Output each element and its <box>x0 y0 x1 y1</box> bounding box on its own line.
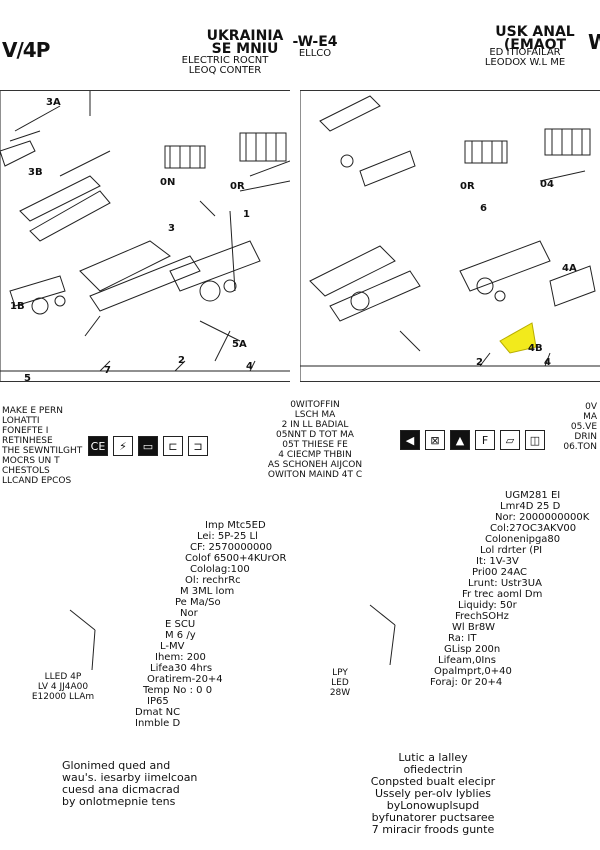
model-tag-mid: LPY LED 28W <box>329 668 351 698</box>
notes-left: MAKE E PERN LOHATTI FONEFTE I RETINHESE … <box>2 406 83 486</box>
arrow-left-icon: ◀ <box>400 430 420 450</box>
callout-label: 4 <box>246 361 253 372</box>
spec-list-left: Imp Mtc5ED Lei: 5P-25 Ll CF: 2570000000 … <box>135 520 287 729</box>
header-title-left: UKRAINIA SE MNIU <box>206 28 284 57</box>
callout-label: 2 <box>476 357 483 368</box>
bracket-right-icon: ⊐ <box>188 436 208 456</box>
panel-icon: ◫ <box>525 430 545 450</box>
header-title-mid: -W-E4 ELLCO <box>292 34 338 59</box>
callout-label: 0N <box>160 177 176 188</box>
callout-label: 0R <box>230 181 245 192</box>
header-title-right: USK ANAL (EMAOT <box>495 24 575 53</box>
callout-label: 2 <box>178 355 185 366</box>
cross-box-icon: ⊠ <box>425 430 445 450</box>
spec-guide-lines <box>69 604 396 671</box>
f-mark-icon: F <box>475 430 495 450</box>
brand-logo-left: V/4P <box>2 38 50 62</box>
callout-label: 4A <box>562 263 577 274</box>
callout-label: 1 <box>243 209 250 220</box>
warning-triangle-icon: ▲ <box>450 430 470 450</box>
certification-symbols-left: CE ⚡ ▭ ⊏ ⊐ <box>88 436 208 456</box>
frame-icon: ▱ <box>500 430 520 450</box>
callout-label: 3 <box>168 223 175 234</box>
callout-label: 4 <box>544 357 551 368</box>
callout-label: 3A <box>46 97 61 108</box>
ce-mark-icon: CE <box>88 436 108 456</box>
callout-label: 7 <box>104 365 111 376</box>
model-tag-left: LLED 4P LV 4 JJ4A00 E12000 LLAm <box>31 672 95 702</box>
callout-label: 4B <box>528 343 543 354</box>
callout-label: 5A <box>232 339 247 350</box>
bracket-left-icon: ⊏ <box>163 436 183 456</box>
callout-label: 1B <box>10 301 25 312</box>
diagram-right: 6 0R 04 4A 4B 2 4 <box>300 90 600 382</box>
notes-mid: 0WITOFFIN LSCH MA 2 IN LL BADIAL 05NNT D… <box>267 400 363 480</box>
callout-label: 04 <box>540 179 554 190</box>
brand-logo-right: W <box>588 30 600 54</box>
certification-symbols-right: ◀ ⊠ ▲ F ▱ ◫ <box>400 430 545 450</box>
footer-text-right: Lutic a lalley ofiedectrin Conpsted bual… <box>370 751 496 836</box>
callout-label: 0R <box>460 181 475 192</box>
footer-text-left: Glonimed qued and wau's. iesarby iimelco… <box>62 759 198 808</box>
callout-label: 3B <box>28 167 43 178</box>
diagram-left: 3A 3B 0N 0R 1 3 1B 5 7 2 4 5A <box>0 90 290 384</box>
callout-label: 5 <box>24 373 31 384</box>
header-sub-right: ED ITIOFAILAR LEODOX W.L ME <box>484 47 566 68</box>
exploded-view-right <box>300 91 600 381</box>
spec-list-right: UGM281 EI Lmr4D 25 D Nor: 2000000000K Co… <box>430 490 590 688</box>
highlight-marker-icon <box>499 322 537 354</box>
lightning-icon: ⚡ <box>113 436 133 456</box>
callout-label: 6 <box>480 203 487 214</box>
header-sub-left: ELECTRIC ROCNT LEOQ CONTER <box>181 55 269 76</box>
header: V/4P W UKRAINIA SE MNIU ELECTRIC ROCNT L… <box>0 0 600 76</box>
exploded-view-left <box>0 91 290 381</box>
box-icon: ▭ <box>138 436 158 456</box>
notes-right: 0V MA 05.VE DRIN 06.TON <box>563 402 597 452</box>
